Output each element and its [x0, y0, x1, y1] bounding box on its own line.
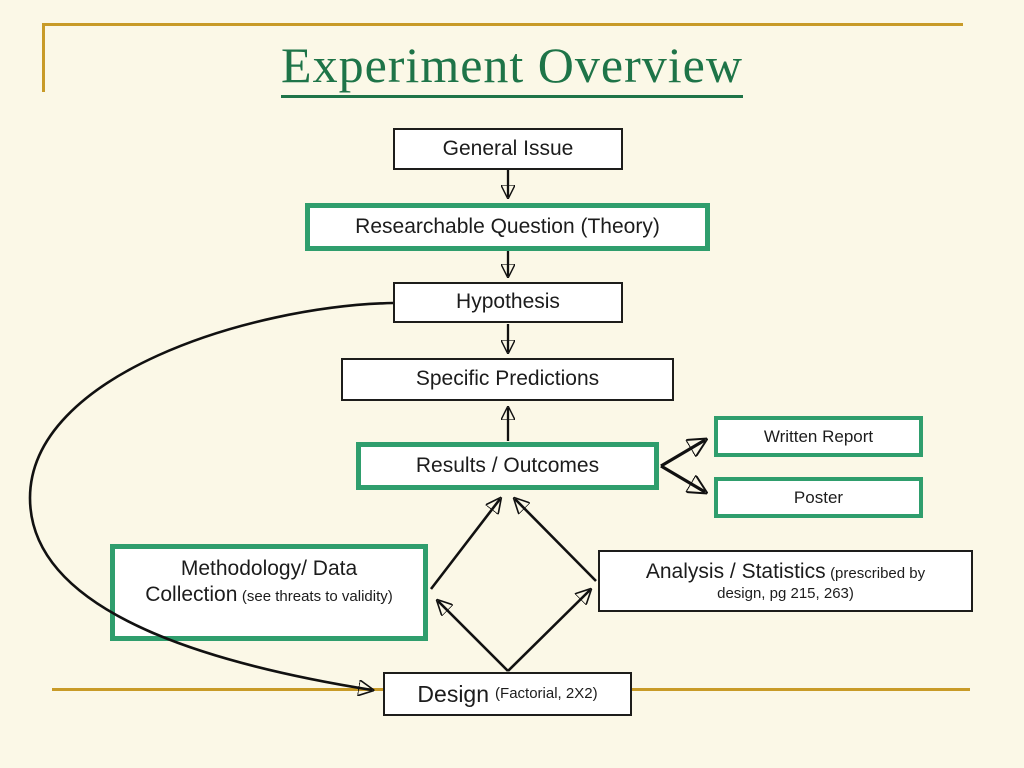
node-methodology-label-line2: Collection	[145, 583, 238, 607]
node-methodology-line2: Collection (see threats to validity)	[145, 582, 393, 608]
arrow-methodology-to-results	[429, 499, 500, 590]
node-specific-predictions: Specific Predictions	[341, 358, 674, 401]
node-design-label: Design	[417, 680, 490, 707]
arrow-analysis-to-results	[515, 499, 597, 582]
node-poster-label: Poster	[793, 487, 844, 507]
arrow-design-to-methodology	[438, 601, 509, 672]
node-general-issue: General Issue	[393, 128, 623, 170]
node-general-issue-label: General Issue	[442, 136, 574, 160]
node-methodology-label-line1: Methodology/ Data	[180, 557, 358, 580]
node-design: Design (Factorial, 2X2)	[383, 672, 632, 716]
node-written-report: Written Report	[714, 416, 923, 457]
slide-title-text: Experiment Overview	[281, 37, 743, 98]
node-design-note: (Factorial, 2X2)	[495, 684, 598, 702]
node-analysis-note-line1: (prescribed by	[830, 564, 926, 582]
node-results-outcomes-label: Results / Outcomes	[415, 453, 600, 477]
node-results-outcomes: Results / Outcomes	[356, 442, 659, 490]
node-researchable-question: Researchable Question (Theory)	[305, 203, 710, 251]
node-poster: Poster	[714, 477, 923, 518]
node-methodology-note: (see threats to validity)	[241, 588, 393, 606]
node-specific-predictions-label: Specific Predictions	[415, 367, 600, 391]
node-analysis-label: Analysis / Statistics	[645, 559, 826, 583]
node-written-report-label: Written Report	[763, 426, 874, 446]
arrow-design-to-analysis	[507, 590, 590, 672]
top-gold-rule	[42, 23, 963, 26]
node-methodology: Methodology/ Data Collection (see threat…	[110, 544, 428, 641]
arrow-results-to-poster	[660, 464, 705, 492]
node-analysis-note-line2: design, pg 215, 263)	[717, 584, 854, 602]
node-analysis-line1: Analysis / Statistics (prescribed by	[646, 559, 925, 585]
corner-gold-rule	[42, 23, 45, 92]
node-hypothesis: Hypothesis	[393, 282, 623, 323]
node-hypothesis-label: Hypothesis	[456, 290, 560, 314]
node-researchable-question-label: Researchable Question (Theory)	[355, 214, 660, 238]
node-analysis-statistics: Analysis / Statistics (prescribed by des…	[598, 550, 973, 612]
slide-title: Experiment Overview	[0, 36, 1024, 98]
arrow-results-to-written-report	[660, 440, 705, 468]
